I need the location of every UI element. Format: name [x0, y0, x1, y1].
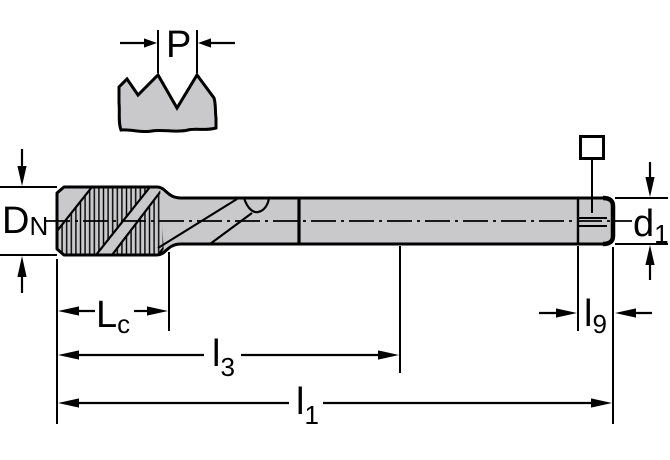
flute-runout-line — [209, 212, 253, 245]
dimension-overall-length: l1 — [58, 381, 612, 430]
lc-arrowhead-left — [58, 306, 79, 316]
dimension-square-length: l9 — [539, 293, 652, 339]
dimension-flute-length: l3 — [58, 333, 399, 382]
label-flute-length: l3 — [212, 333, 235, 382]
label-overall-length: l1 — [296, 381, 319, 430]
l1-arrowhead-right — [591, 398, 612, 408]
label-nominal-diameter: DN — [2, 200, 48, 242]
d1-arrowhead-bottom — [645, 245, 655, 265]
l9-arrowhead-right — [615, 308, 636, 318]
label-chamfer-length: Lc — [96, 294, 130, 339]
thread-profile-shape — [117, 72, 218, 134]
label-shank-diameter: d1 — [633, 203, 669, 249]
pitch-dimension: P — [120, 24, 235, 73]
l9-arrowhead-left — [556, 308, 577, 318]
label-square-length: l9 — [584, 293, 607, 339]
dn-arrowhead-top — [17, 166, 27, 186]
flute-runout-hook — [242, 197, 271, 214]
dimension-shank-diameter: d1 — [615, 162, 669, 280]
flute-runout-line — [157, 198, 238, 249]
thread-profile-inset: P — [117, 24, 235, 134]
dn-arrowhead-bottom — [17, 256, 27, 277]
l1-arrowhead-left — [58, 398, 79, 408]
square-drive-icon — [579, 135, 605, 160]
dimension-nominal-diameter: DN — [0, 149, 57, 293]
label-pitch: P — [166, 24, 191, 66]
pitch-arrowhead-left — [144, 38, 157, 48]
l3-arrowhead-right — [378, 350, 399, 360]
neck-flute-runout — [157, 197, 271, 249]
shank-end-cap — [602, 195, 616, 247]
tap-body — [45, 135, 632, 257]
l3-arrowhead-left — [58, 350, 79, 360]
pitch-arrowhead-right — [198, 38, 211, 48]
dimension-chamfer-length: Lc — [58, 294, 168, 339]
lc-arrowhead-right — [147, 306, 168, 316]
d1-arrowhead-top — [645, 177, 655, 197]
